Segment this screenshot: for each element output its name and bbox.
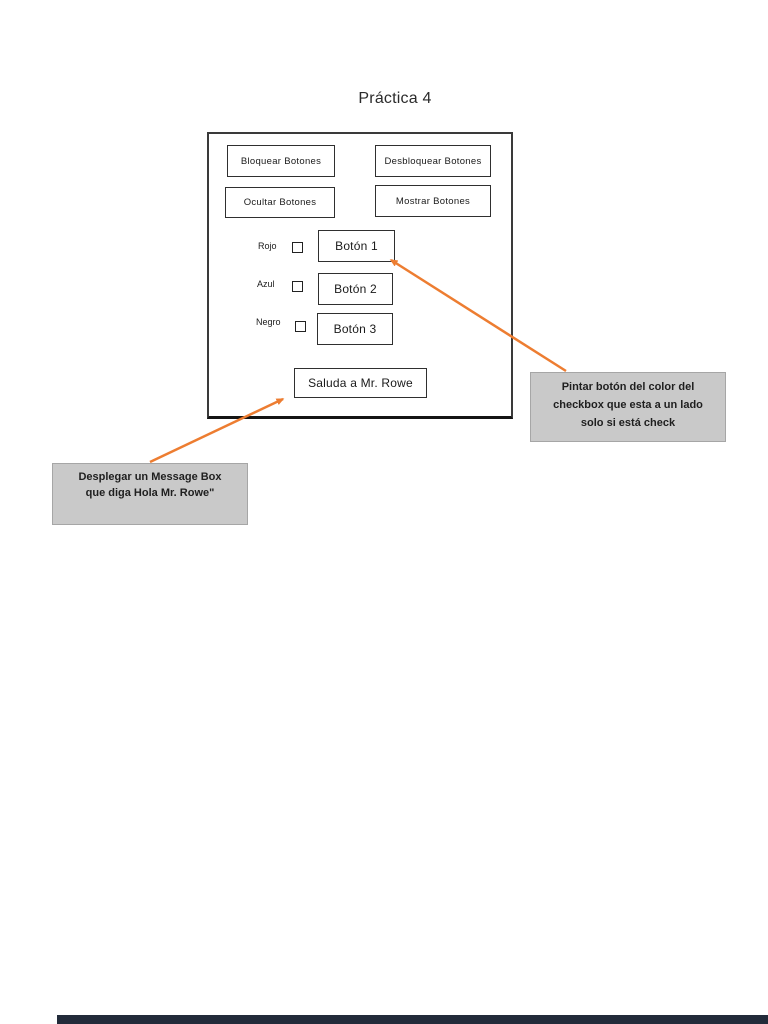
paint-color-annotation: Pintar botón del color del checkbox que … bbox=[530, 372, 726, 442]
rojo-label: Rojo bbox=[258, 241, 277, 251]
desbloquear-botones-button[interactable]: Desbloquear Botones bbox=[375, 145, 491, 177]
azul-checkbox[interactable] bbox=[292, 281, 303, 292]
saluda-mr-rowe-button[interactable]: Saluda a Mr. Rowe bbox=[294, 368, 427, 398]
paint-color-annotation-line: solo si está check bbox=[580, 417, 676, 429]
negro-checkbox[interactable] bbox=[295, 321, 306, 332]
paint-color-annotation-line: checkbox que esta a un lado bbox=[553, 399, 703, 411]
azul-label: Azul bbox=[257, 279, 275, 289]
bloquear-botones-button[interactable]: Bloquear Botones bbox=[227, 145, 335, 177]
boton-1-button[interactable]: Botón 1 bbox=[318, 230, 395, 262]
message-box-annotation-line: que diga Hola Mr. Rowe" bbox=[85, 487, 215, 499]
bottom-toolbar-edge bbox=[57, 1015, 768, 1024]
boton-3-button[interactable]: Botón 3 bbox=[317, 313, 393, 345]
message-box-annotation-line: Desplegar un Message Box bbox=[78, 471, 222, 483]
paint-color-annotation-line: Pintar botón del color del bbox=[561, 381, 695, 393]
rojo-checkbox[interactable] bbox=[292, 242, 303, 253]
page-title: Práctica 4 bbox=[358, 90, 432, 107]
boton-2-button[interactable]: Botón 2 bbox=[318, 273, 393, 305]
message-box-annotation: Desplegar un Message Box que diga Hola M… bbox=[52, 463, 248, 525]
mostrar-botones-button[interactable]: Mostrar Botones bbox=[375, 185, 491, 217]
ocultar-botones-button[interactable]: Ocultar Botones bbox=[225, 187, 335, 218]
negro-label: Negro bbox=[256, 317, 281, 327]
form-panel: Bloquear Botones Desbloquear Botones Ocu… bbox=[207, 132, 513, 419]
